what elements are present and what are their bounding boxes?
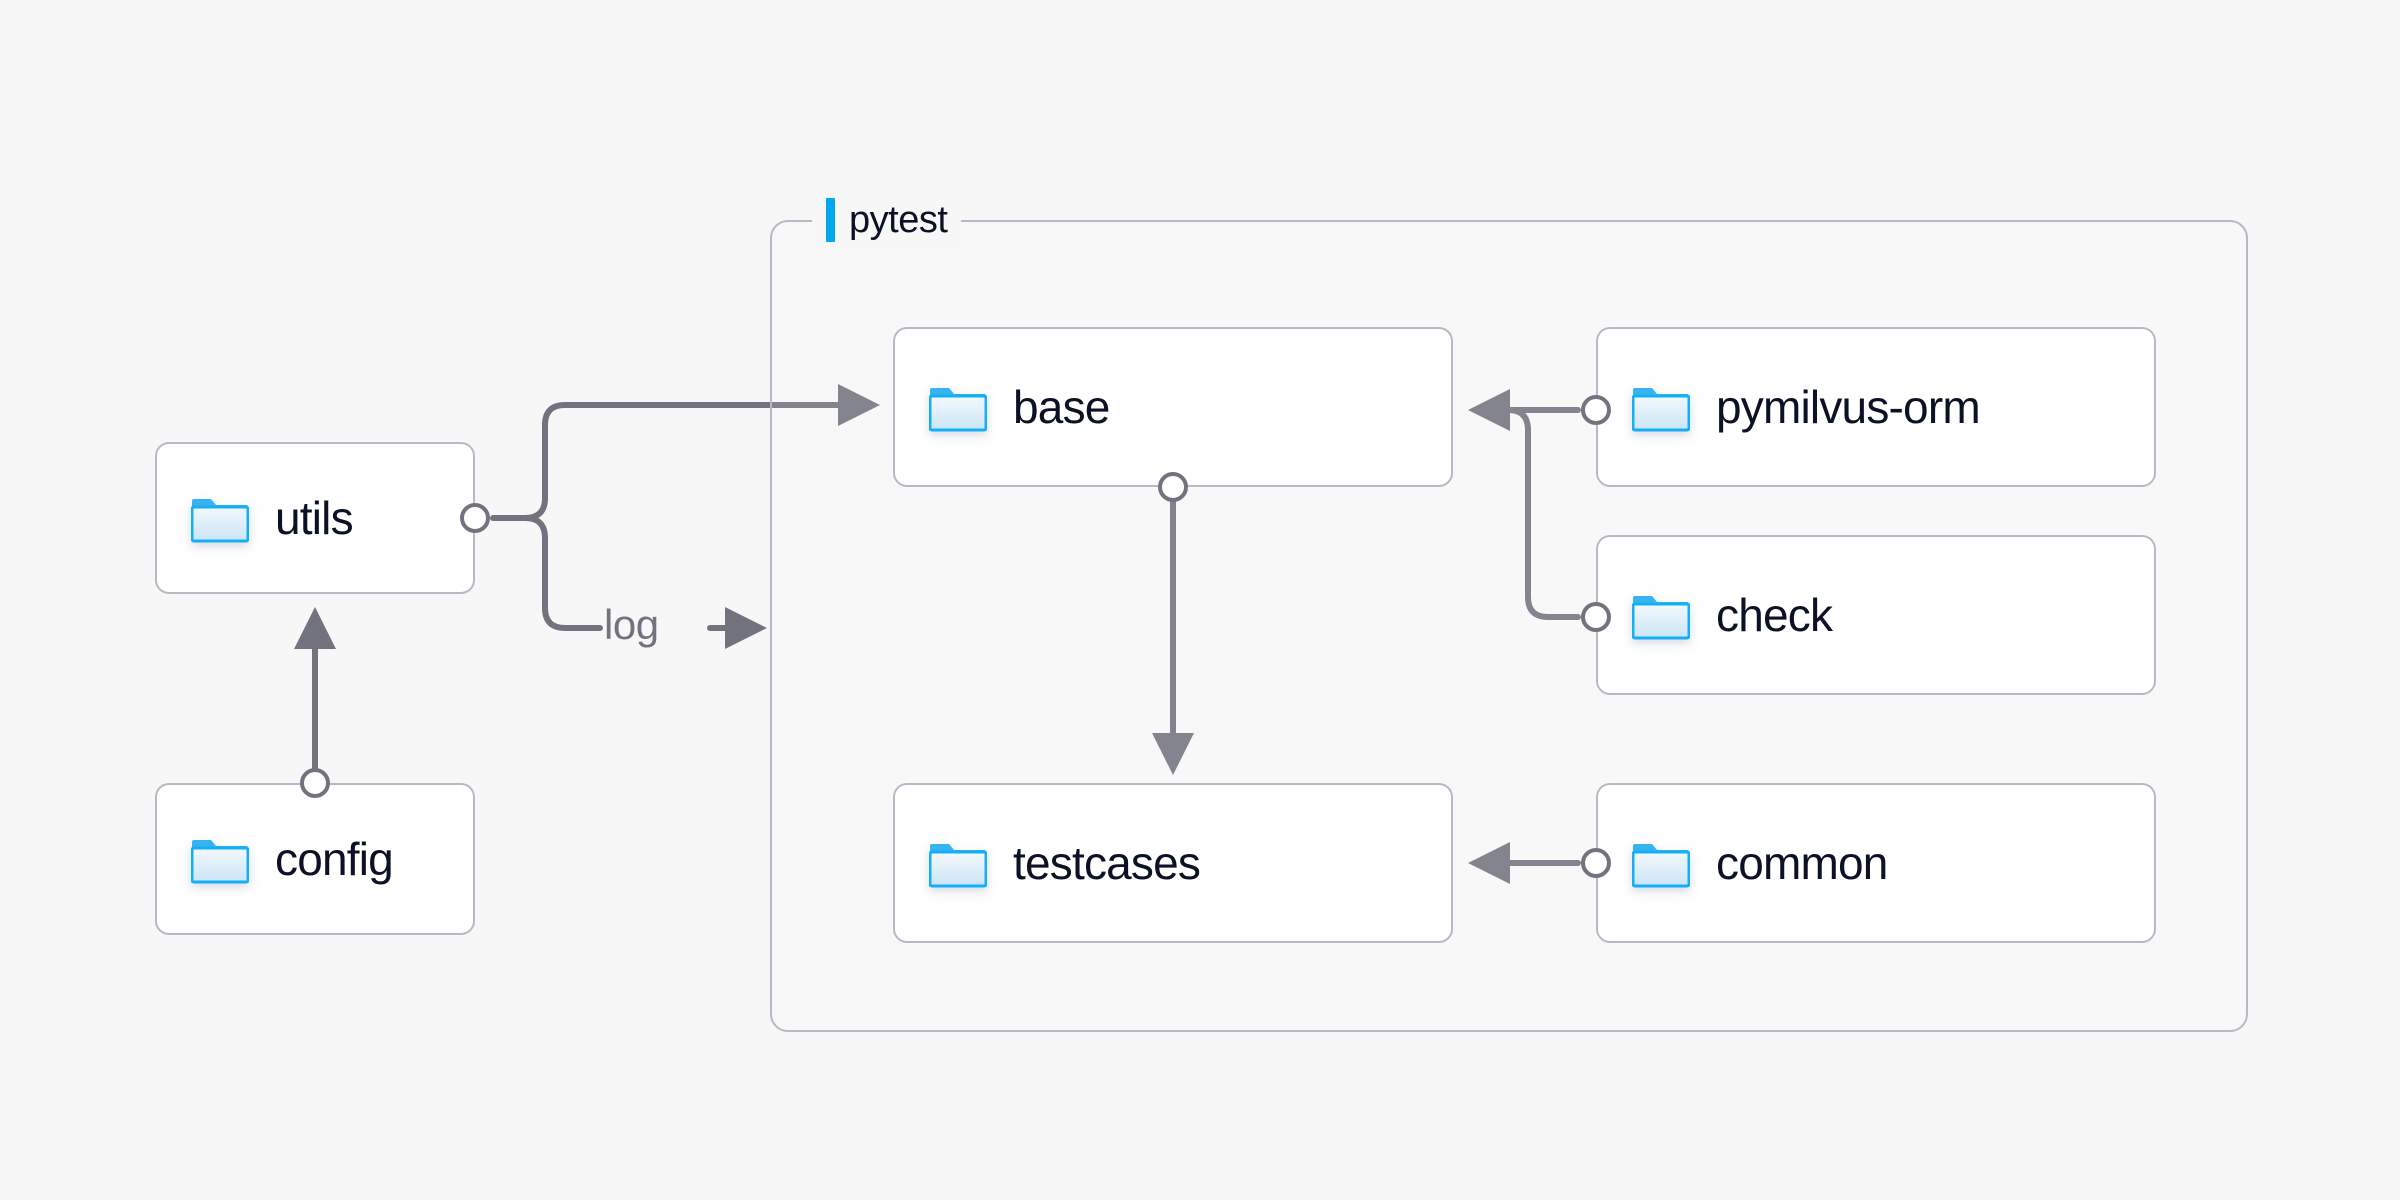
- folder-icon: [1632, 382, 1690, 432]
- accent-bar-icon: [826, 198, 835, 242]
- node-utils[interactable]: utils: [155, 442, 475, 594]
- folder-icon: [929, 382, 987, 432]
- node-label-pymilvus-orm: pymilvus-orm: [1716, 381, 1981, 433]
- folder-icon: [1632, 590, 1690, 640]
- edge-label-log: log: [604, 601, 659, 648]
- group-label-pytest: pytest: [812, 193, 962, 247]
- folder-icon: [929, 838, 987, 888]
- handle-check-left[interactable]: [1581, 602, 1611, 632]
- node-label-config: config: [275, 833, 394, 885]
- node-check[interactable]: check: [1596, 535, 2156, 695]
- node-label-check: check: [1716, 589, 1833, 641]
- node-label-base: base: [1013, 381, 1110, 433]
- node-pymilvus-orm[interactable]: pymilvus-orm: [1596, 327, 2156, 487]
- edge-utils-to-log: [522, 515, 603, 631]
- node-config[interactable]: config: [155, 783, 475, 935]
- group-label-text: pytest: [849, 198, 948, 241]
- node-base[interactable]: base: [893, 327, 1453, 487]
- handle-pymilvus-orm-left[interactable]: [1581, 395, 1611, 425]
- handle-config-top[interactable]: [300, 768, 330, 798]
- node-label-common: common: [1716, 837, 1888, 889]
- handle-base-bottom[interactable]: [1158, 472, 1188, 502]
- folder-icon: [191, 493, 249, 543]
- node-label-testcases: testcases: [1013, 837, 1201, 889]
- node-common[interactable]: common: [1596, 783, 2156, 943]
- handle-utils-right[interactable]: [460, 503, 490, 533]
- handle-common-left[interactable]: [1581, 848, 1611, 878]
- folder-icon: [191, 834, 249, 884]
- node-testcases[interactable]: testcases: [893, 783, 1453, 943]
- folder-icon: [1632, 838, 1690, 888]
- node-label-utils: utils: [275, 492, 354, 544]
